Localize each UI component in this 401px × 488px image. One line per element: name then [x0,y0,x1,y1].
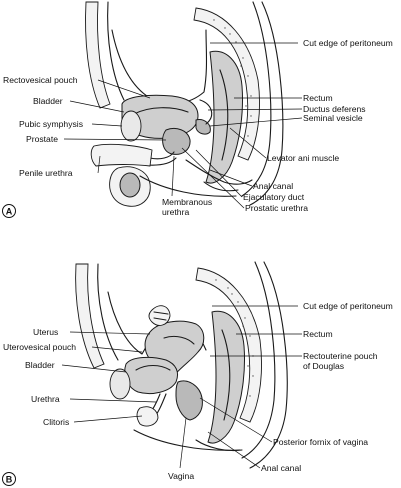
panel-a-letter: A [6,207,13,217]
panel-b-illustration [75,261,288,469]
panel-b-letter: B [6,475,13,485]
panel-a-illustration [85,1,284,207]
label-b-rectouterine-pouch: Rectouterine pouch [303,351,378,361]
panel-b-leaders [61,305,302,469]
panel-a-badge: A [2,204,16,218]
label-b-clitoris: Clitoris [43,417,69,427]
label-a-ductus-deferens: Ductus deferens [303,104,366,114]
label-a-prostate: Prostate [26,134,58,144]
label-a-urethra: urethra [162,207,189,217]
label-a-seminal-vesicle: Seminal vesicle [303,113,363,123]
label-a-cut-edge-of-peritoneum: Cut edge of peritoneum [303,38,393,48]
label-a-levator-ani-muscle: Levator ani muscle [267,153,339,163]
label-a-penile-urethra: Penile urethra [19,168,73,178]
label-a-bladder: Bladder [33,96,63,106]
label-a-rectum: Rectum [303,93,333,103]
label-b-uterovesical-pouch: Uterovesical pouch [3,342,76,352]
panel-b-badge: B [2,472,16,486]
label-b-bladder: Bladder [25,360,55,370]
label-b-of-douglas: of Douglas [303,361,344,371]
label-b-urethra: Urethra [31,394,60,404]
label-a-membranous: Membranous [162,197,212,207]
label-b-rectum: Rectum [303,329,333,339]
label-a-anal-canal: Anal canal [253,181,293,191]
label-b-vagina: Vagina [168,471,194,481]
label-b-uterus: Uterus [33,327,58,337]
label-a-pubic-symphysis: Pubic symphysis [19,119,83,129]
label-b-cut-edge-of-peritoneum: Cut edge of peritoneum [303,301,393,311]
label-a-prostatic-urethra: Prostatic urethra [245,203,308,213]
label-b-anal-canal: Anal canal [261,463,301,473]
panel-a-leaders [63,42,303,209]
label-a-rectovesical-pouch: Rectovesical pouch [3,75,78,85]
label-a-ejaculatory-duct: Ejaculatory duct [243,192,305,202]
label-b-posterior-fornix-of-vagina: Posterior fornix of vagina [273,437,368,447]
